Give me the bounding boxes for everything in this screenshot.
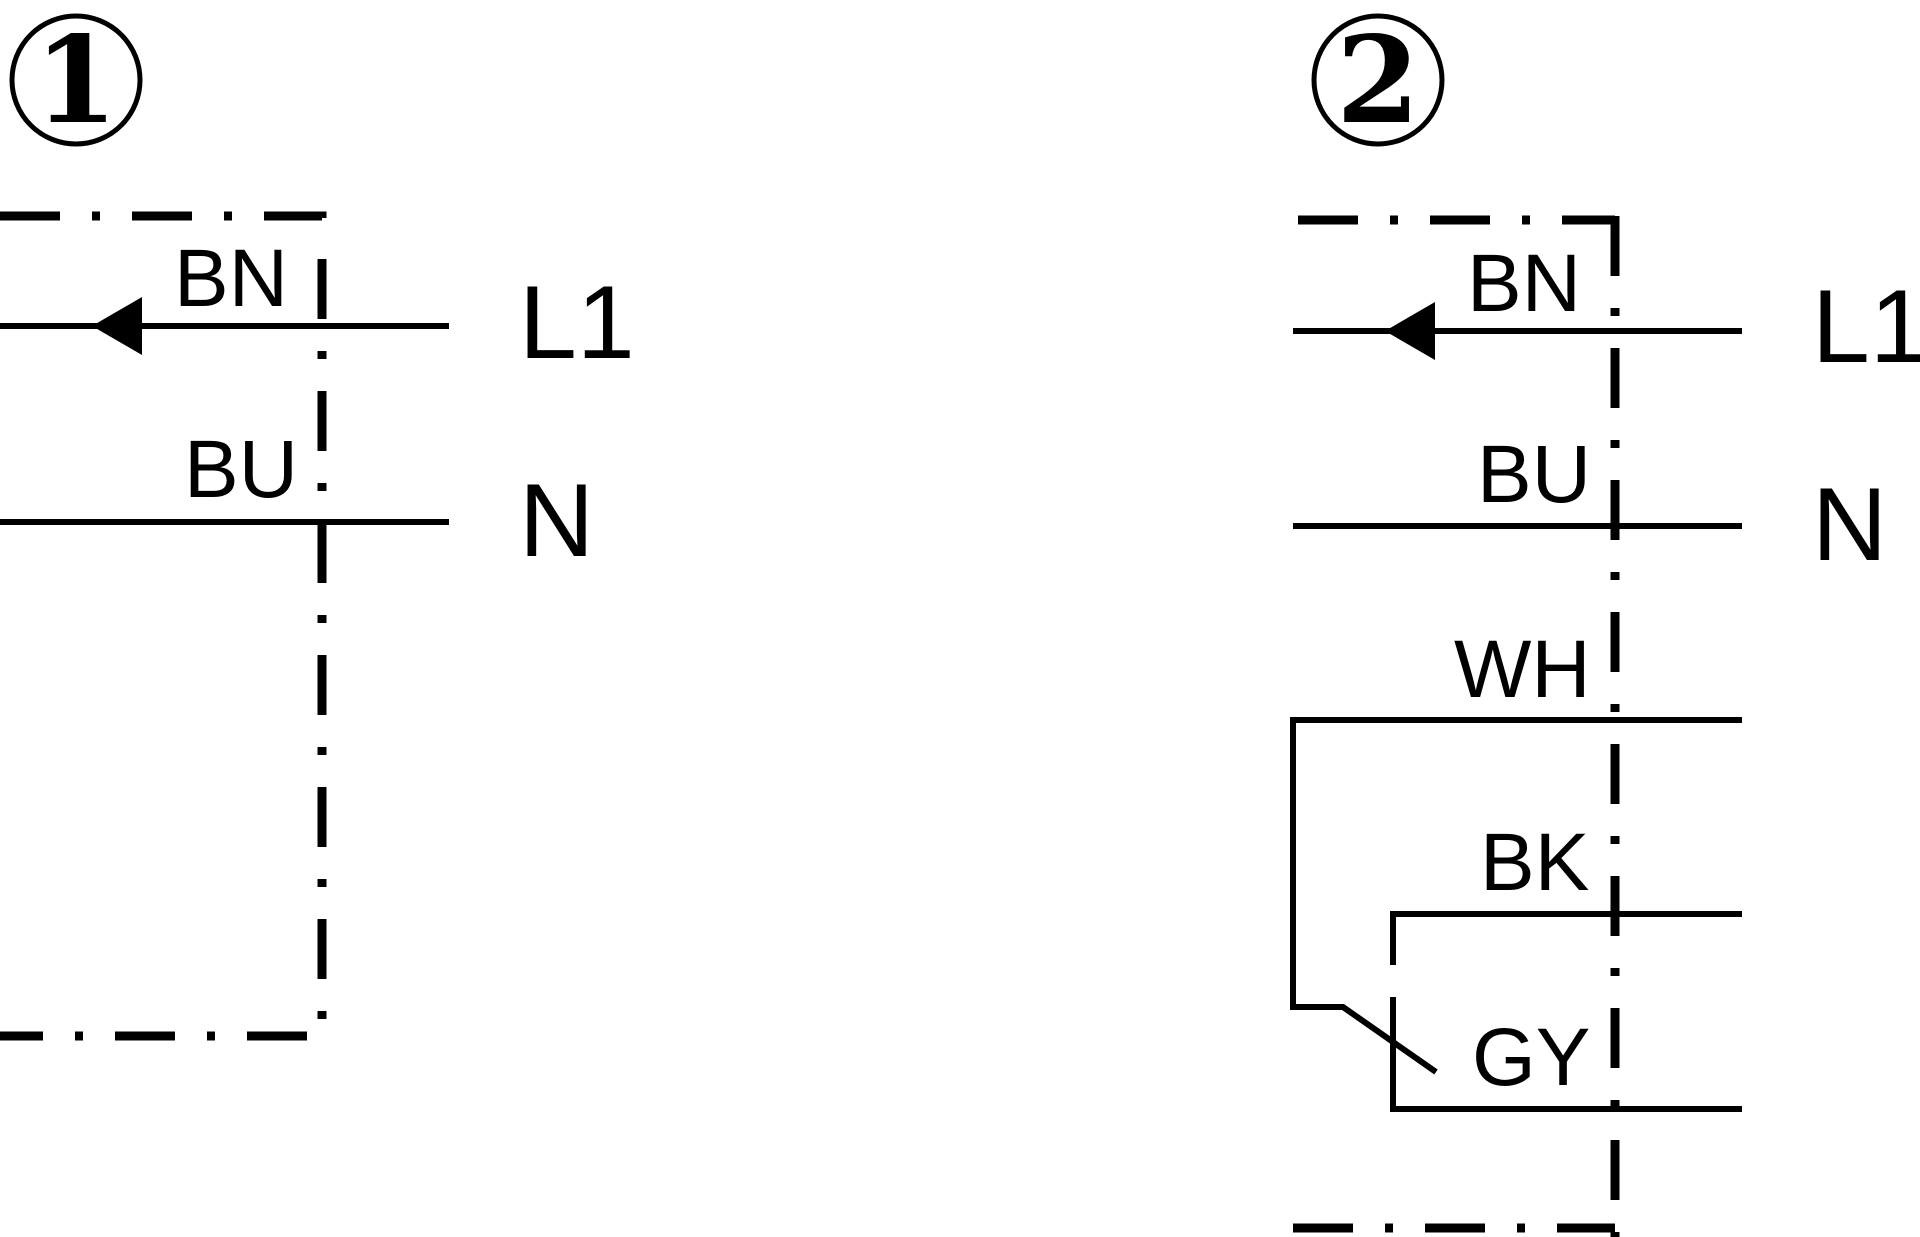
diagram-1-number-circle <box>9 13 143 147</box>
diagram-1-number: 1 <box>34 10 118 151</box>
diagram-2-wire-label-bu: BU <box>1477 429 1591 520</box>
diagram-1-housing-frame <box>0 211 327 1041</box>
diagram-1-wire-label-bn: BN <box>174 233 288 324</box>
diagram-2-terminal-n: N <box>1812 467 1887 583</box>
diagram-2-terminal-l1: L1 <box>1812 269 1920 385</box>
diagram-2-wire-label-gy: GY <box>1472 1012 1590 1103</box>
diagram-1-wire-label-bu: BU <box>184 424 298 515</box>
diagram-2-number-circle <box>1311 13 1445 147</box>
diagram-2-wire-bk <box>1390 911 1742 965</box>
diagram-2-wire-label-bk: BK <box>1480 817 1589 908</box>
diagram-2: 2 BN L1 BU N WH BK GY <box>1290 10 1920 1237</box>
diagram-1: 1 BN L1 BU N <box>0 10 635 1041</box>
diagram-2-arrow-icon <box>1385 302 1435 360</box>
diagram-1-arrow-icon <box>92 297 142 355</box>
diagram-2-wire-wh <box>1290 717 1742 1075</box>
diagram-2-housing-frame <box>1293 215 1620 1237</box>
diagram-2-number: 2 <box>1336 10 1420 151</box>
diagram-2-wire-label-bn: BN <box>1467 238 1581 329</box>
diagram-2-wire-label-wh: WH <box>1454 624 1591 715</box>
diagram-1-terminal-l1: L1 <box>519 265 635 381</box>
diagram-2-wire-gy <box>1390 997 1742 1112</box>
diagram-1-terminal-n: N <box>519 463 594 579</box>
